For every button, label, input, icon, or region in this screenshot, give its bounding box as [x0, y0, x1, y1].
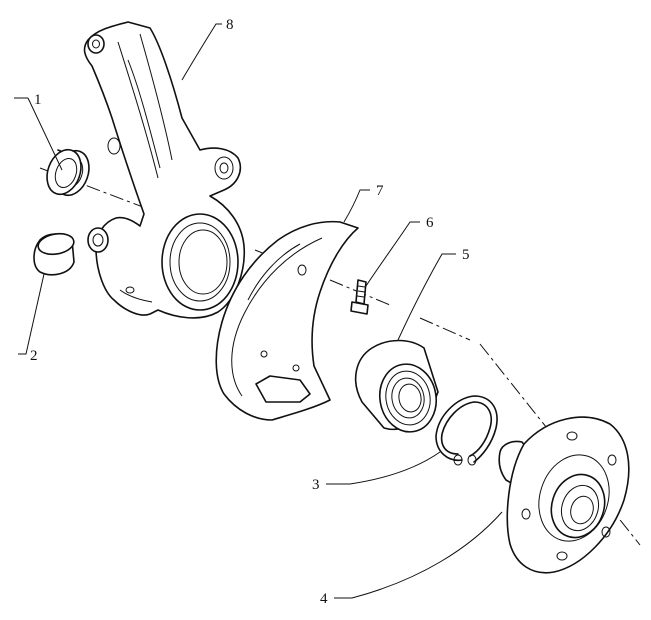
leader-8: [181, 23, 222, 81]
leader-5: [397, 253, 456, 341]
wheel-hub: [498, 416, 630, 574]
leader-2: [18, 273, 45, 355]
leader-lines: [14, 23, 503, 599]
oil-seal: [46, 148, 90, 197]
leader-6: [365, 221, 420, 287]
callout-4: 4: [320, 591, 328, 607]
callout-5: 5: [462, 247, 470, 263]
circlip: [435, 395, 498, 466]
callout-2: 2: [30, 348, 38, 364]
dust-cap: [33, 232, 75, 276]
leader-1: [14, 97, 63, 171]
callout-labels: 1 2 3 4 5 6 7 8: [30, 17, 470, 607]
callout-7: 7: [376, 183, 384, 199]
bolt: [350, 279, 369, 315]
leader-4: [334, 511, 503, 599]
hub-bearing: [354, 339, 439, 433]
leader-7: [343, 189, 370, 223]
splash-shield: [215, 220, 359, 421]
callout-8: 8: [226, 17, 234, 33]
callout-6: 6: [426, 215, 434, 231]
callout-3: 3: [312, 477, 320, 493]
callout-1: 1: [34, 92, 42, 108]
steering-knuckle: [83, 21, 246, 319]
leader-3: [326, 451, 441, 485]
